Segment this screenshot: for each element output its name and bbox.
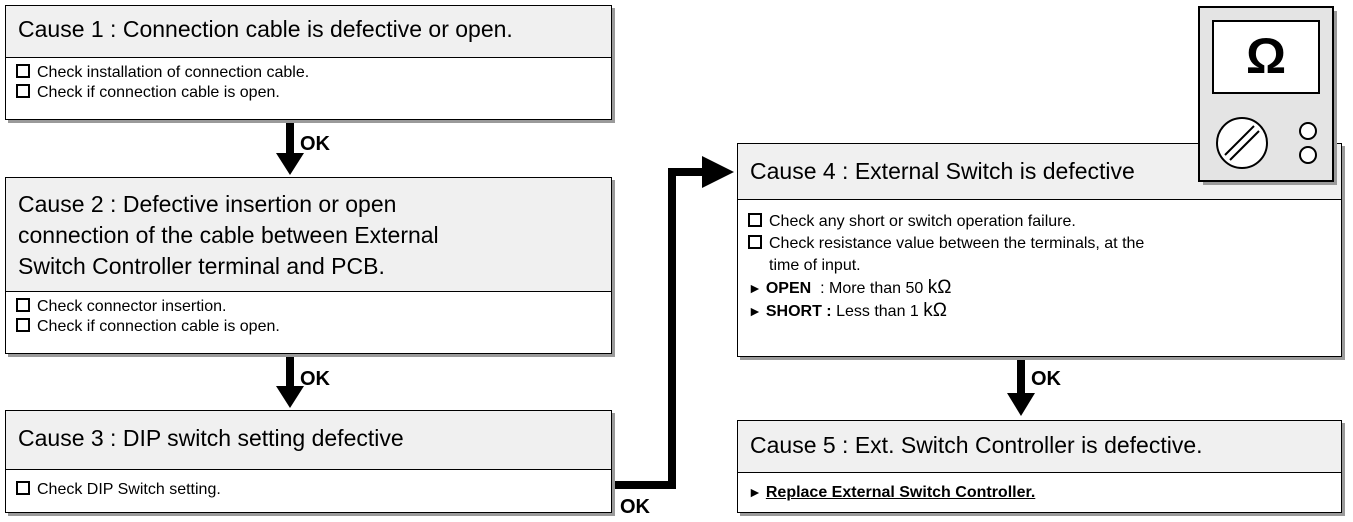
pointer-icon: ► [748,484,762,500]
arrow-shaft-1-2 [286,119,294,155]
cause1-title: Cause 1 : Connection cable is defective … [6,6,611,58]
cause4-short-spec: ►SHORT : Less than 1 kΩ [748,300,947,321]
ohm-symbol: Ω [1245,28,1287,84]
checkbox-icon [16,298,30,312]
arrow-head-3-4 [702,156,734,188]
checkbox-icon [16,84,30,98]
ok-label-1-2: OK [300,133,330,155]
cause2-checklist: Check connector insertion. Check if conn… [6,292,611,342]
checkbox-icon [748,213,762,227]
arrow-head-2-3 [276,386,304,408]
ok-label-3-4: OK [620,496,650,518]
ohmmeter-illustration: Ω [1197,5,1341,188]
cause3-box: Cause 3 : DIP switch setting defective C… [5,410,612,513]
cause1-box: Cause 1 : Connection cable is defective … [5,5,612,120]
cause2-box: Cause 2 : Defective insertion or open co… [5,177,612,354]
cause1-checklist: Check installation of connection cable. … [6,58,611,108]
cause2-check-1: Check connector insertion. [16,297,601,317]
cause5-action: ►Replace External Switch Controller. [738,473,1341,508]
connector-3-4 [615,168,704,489]
cause4-check-2-cont: time of input. [769,257,861,274]
checkbox-icon [16,318,30,332]
cause1-check-1: Check installation of connection cable. [16,63,601,83]
pointer-icon: ► [748,280,762,296]
ok-label-2-3: OK [300,368,330,390]
ohmmeter-icon [1198,6,1337,185]
arrow-head-1-2 [276,153,304,175]
cause5-action-text: Replace External Switch Controller. [765,484,1036,501]
checkbox-icon [748,235,762,249]
cause1-check-2: Check if connection cable is open. [16,83,601,103]
cause4-check-2: Check resistance value between the termi… [748,233,1331,255]
checkbox-icon [16,64,30,78]
checkbox-icon [16,481,30,495]
cause4-check-1: Check any short or switch operation fail… [748,211,1331,233]
cause4-checklist: Check any short or switch operation fail… [738,200,1341,328]
cause3-check-1: Check DIP Switch setting. [16,480,601,500]
cause5-title: Cause 5 : Ext. Switch Controller is defe… [738,421,1341,473]
cause4-open-spec: ►OPEN : More than 50 kΩ [748,277,952,298]
pointer-icon: ► [748,303,762,319]
arrow-head-4-5 [1007,393,1035,416]
arrow-shaft-2-3 [286,353,294,388]
cause2-check-2: Check if connection cable is open. [16,317,601,337]
arrow-shaft-4-5 [1017,359,1025,395]
cause3-checklist: Check DIP Switch setting. [6,470,611,505]
cause3-title: Cause 3 : DIP switch setting defective [6,411,611,470]
cause5-box: Cause 5 : Ext. Switch Controller is defe… [737,420,1342,513]
ok-label-4-5: OK [1031,368,1061,390]
cause2-title: Cause 2 : Defective insertion or open co… [6,178,611,292]
